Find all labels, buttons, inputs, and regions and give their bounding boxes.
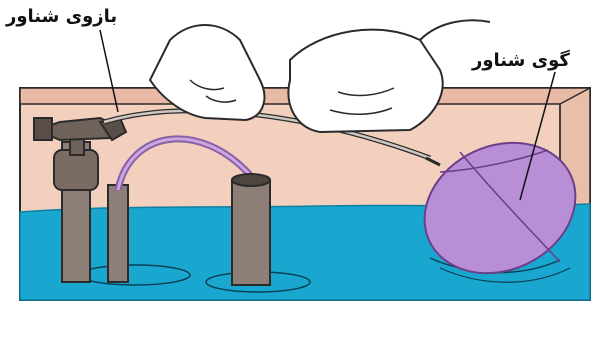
float-ball-label: گوی شناور xyxy=(472,50,570,71)
overflow-pipe-icon xyxy=(232,174,270,285)
float-arm-label: بازوی شناور xyxy=(6,6,117,27)
